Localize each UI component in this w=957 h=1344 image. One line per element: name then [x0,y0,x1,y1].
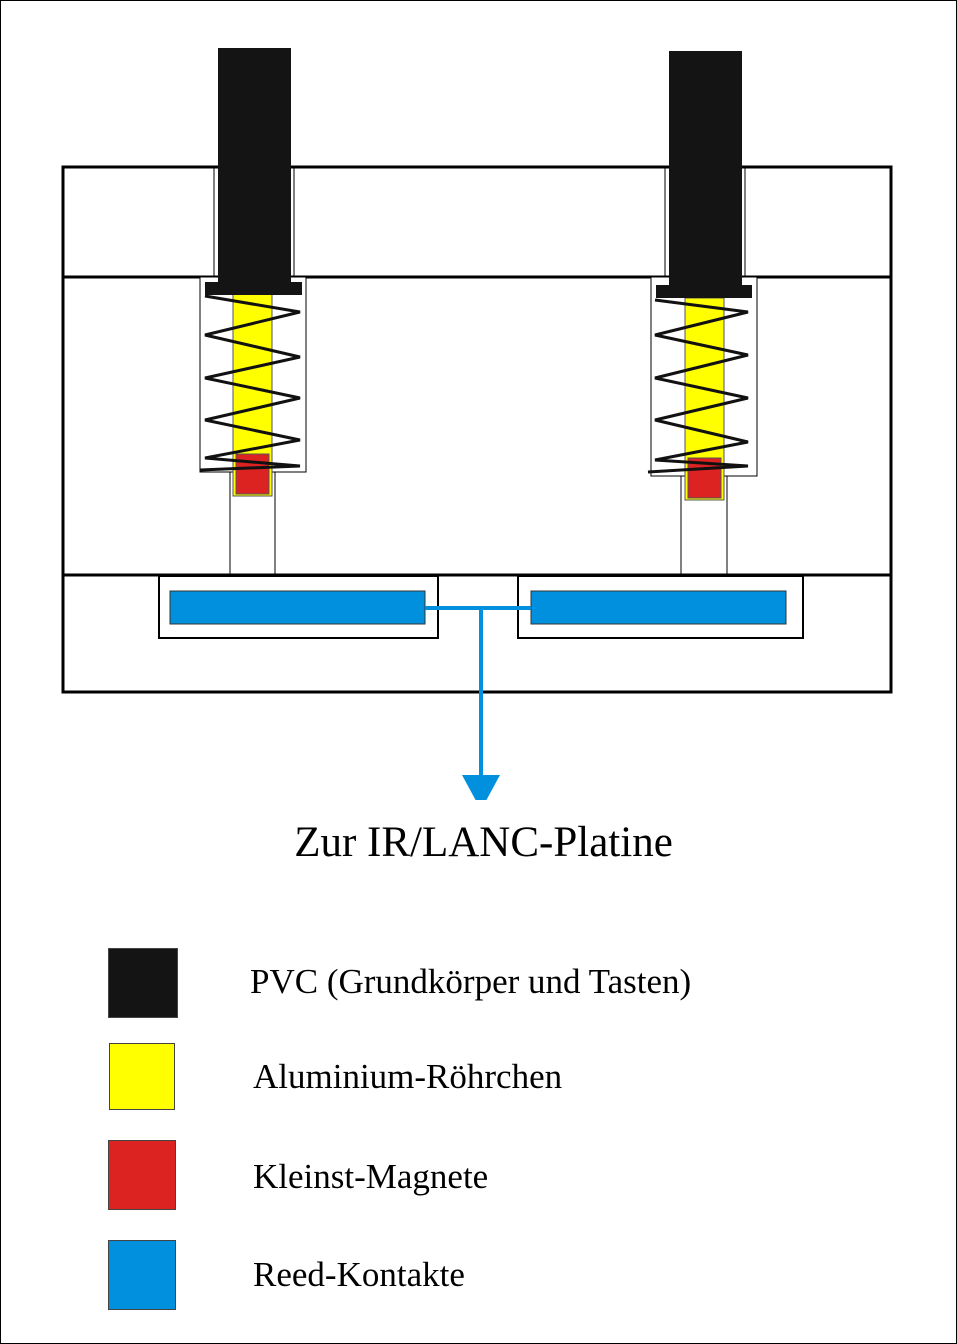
pvc-swatch [108,948,178,1018]
left-spring [199,294,301,472]
base-body-upper [61,165,893,279]
legend-item-pvc: PVC (Grundkörper und Tasten) [0,948,957,1018]
right-spring [647,298,749,474]
key-mechanism-diagram [61,48,893,800]
right-reed-contact [530,590,787,625]
legend-item-reed: Reed-Kontakte [0,1240,957,1310]
base-body-middle [61,275,893,577]
arrow-head [462,775,500,800]
left-key-assembly [199,48,307,575]
left-reed-contact [169,590,426,625]
left-key-flange [205,282,302,295]
output-caption: Zur IR/LANC-Platine [294,819,673,866]
legend-label-reed: Reed-Kontakte [253,1255,465,1294]
legend-item-magnet: Kleinst-Magnete [0,1140,957,1210]
reed-swatch [108,1240,176,1310]
legend-item-aluminium: Aluminium-Röhrchen [0,1043,957,1113]
right-key-assembly [647,51,758,575]
legend-label-magnet: Kleinst-Magnete [253,1157,489,1196]
aluminium-swatch [109,1043,175,1110]
right-key-flange [656,285,752,298]
left-key[interactable] [218,48,291,284]
legend-label-aluminium: Aluminium-Röhrchen [253,1057,563,1096]
magnet-swatch [108,1140,176,1210]
legend-label-pvc: PVC (Grundkörper und Tasten) [250,962,692,1001]
right-key[interactable] [669,51,742,287]
